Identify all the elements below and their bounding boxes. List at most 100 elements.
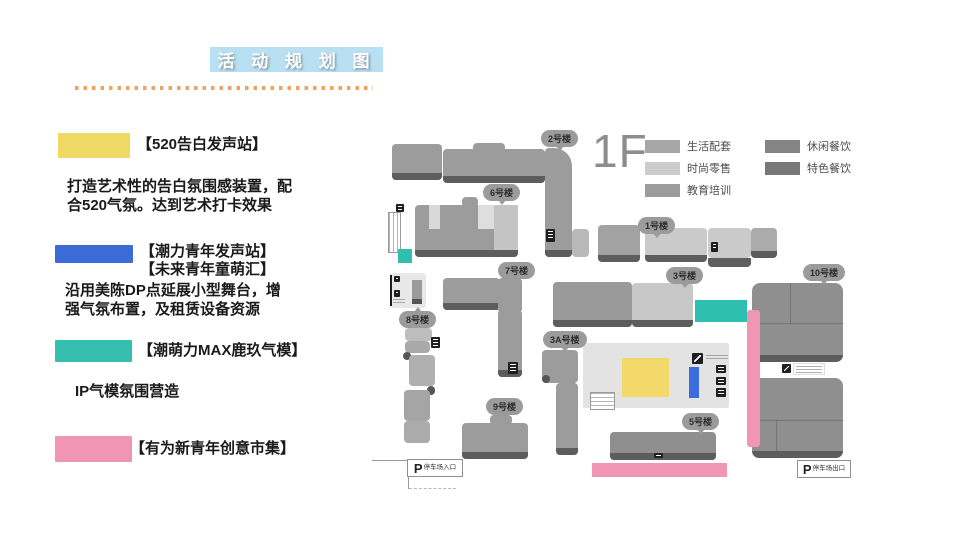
building-9-block xyxy=(462,423,528,459)
building-label-5: 5号楼 xyxy=(682,413,720,434)
youth-stage-zone xyxy=(689,367,699,398)
mascot-zone-rect xyxy=(695,300,747,322)
escalator-icon xyxy=(394,276,400,282)
building-8-block xyxy=(390,273,426,308)
fine-print-lines xyxy=(706,355,728,361)
fine-print-lines xyxy=(393,299,405,304)
building-label-10: 10号楼 xyxy=(803,264,846,285)
building-3-block xyxy=(632,283,693,327)
building-3a-block xyxy=(556,383,578,455)
building-segment xyxy=(427,386,435,395)
map-legend-swatch xyxy=(645,183,680,197)
building-block xyxy=(490,415,512,425)
map-legend-item: 休闲餐饮 xyxy=(765,138,851,154)
map-legend-label: 休闲餐饮 xyxy=(807,141,851,153)
building-segment xyxy=(542,375,550,383)
parking-exit-text: 停车场出口 xyxy=(812,464,846,472)
parking-icon: P xyxy=(802,461,812,477)
fine-print-note xyxy=(793,363,825,375)
legend-swatch-market xyxy=(55,436,132,462)
dotted-divider xyxy=(75,86,373,90)
escalator-icon xyxy=(692,353,703,364)
building-3-block xyxy=(553,282,632,327)
building-label-1: 1号楼 xyxy=(638,217,676,238)
legend-title-mascot: 【潮萌力MAX鹿玖气模】 xyxy=(138,342,307,359)
building-segment xyxy=(478,205,494,229)
building-label-2: 2号楼 xyxy=(541,130,579,151)
market-strip-vertical xyxy=(747,310,760,447)
building-segment xyxy=(412,299,422,304)
building-label-8: 8号楼 xyxy=(399,307,437,328)
legend-title-youth-1: 【潮力青年发声站】 xyxy=(140,243,276,260)
building-segment xyxy=(403,352,411,360)
legend-swatch-mascot xyxy=(55,340,132,362)
map-boundary-line xyxy=(408,476,409,489)
legend-swatch-520 xyxy=(58,133,130,158)
shop-marker-icon xyxy=(716,377,726,385)
building-block xyxy=(409,355,435,386)
escalator-icon xyxy=(396,204,404,212)
building-segment xyxy=(708,258,751,267)
stairs-icon xyxy=(388,212,401,253)
map-legend-item: 时尚零售 xyxy=(645,160,731,176)
legend-desc-520: 打造艺术性的告白氛围感装置，配合520气氛。达到艺术打卡效果 xyxy=(67,178,293,214)
map-legend-swatch xyxy=(765,139,800,153)
escalator-icon xyxy=(431,337,440,348)
parking-entrance-label: P 停车场入口 xyxy=(407,459,463,477)
escalator-icon xyxy=(508,362,518,374)
building-block xyxy=(404,421,430,443)
fine-print-lines xyxy=(796,366,822,373)
building-segment xyxy=(390,275,392,306)
confession-station-zone xyxy=(622,358,669,397)
building-segment xyxy=(412,280,422,304)
shop-marker-icon xyxy=(716,388,726,397)
building-7-block xyxy=(443,278,500,310)
building-block xyxy=(405,341,430,353)
building-block xyxy=(473,143,505,153)
building-10-block xyxy=(752,378,843,458)
building-block xyxy=(404,390,430,421)
building-block xyxy=(462,197,478,207)
map-legend-swatch xyxy=(645,161,680,175)
map-legend-item: 教育培训 xyxy=(645,182,731,198)
building-segment xyxy=(494,205,518,250)
building-segment xyxy=(790,283,791,323)
escalator-icon xyxy=(546,229,555,242)
stairs-icon xyxy=(590,392,615,410)
building-block xyxy=(405,328,432,341)
market-strip-horizontal xyxy=(592,463,727,477)
building-block xyxy=(443,149,545,183)
building-block xyxy=(598,225,640,262)
shop-marker-icon xyxy=(716,365,726,373)
door-icon xyxy=(711,242,718,252)
building-label-6: 6号楼 xyxy=(483,184,521,205)
page-title: 活 动 规 划 图 xyxy=(210,47,383,72)
building-6-block xyxy=(415,205,518,257)
legend-swatch-youth xyxy=(55,245,133,263)
legend-desc-youth: 沿用美陈DP点延展小型舞台，增强气氛布置，及租赁设备资源 xyxy=(65,282,281,318)
legend-title-market: 【有为新青年创意市集】 xyxy=(130,440,296,457)
mascot-spot-marker xyxy=(398,249,412,263)
floor-label: 1F xyxy=(592,125,648,177)
map-legend-item: 生活配套 xyxy=(645,138,731,154)
building-segment xyxy=(776,420,777,452)
building-10-block xyxy=(752,283,843,362)
parking-icon: P xyxy=(413,460,423,476)
building-label-7: 7号楼 xyxy=(498,262,536,283)
map-legend-swatch xyxy=(645,139,680,153)
map-legend-swatch xyxy=(765,161,800,175)
map-legend-label: 生活配套 xyxy=(687,141,731,153)
escalator-icon xyxy=(782,364,791,373)
map-dashed-line xyxy=(409,488,456,489)
building-segment xyxy=(752,323,843,324)
building-7-block xyxy=(498,278,522,313)
building-5-block xyxy=(610,432,716,460)
legend-desc-mascot: IP气模氛围营造 xyxy=(75,383,180,400)
building-segment xyxy=(429,205,440,229)
legend-title-520: 【520告白发声站】 xyxy=(137,136,268,153)
map-boundary-line xyxy=(372,460,407,461)
building-block xyxy=(392,144,442,180)
building-label-3a: 3A号楼 xyxy=(543,331,587,352)
entrance-marker-icon xyxy=(654,453,663,458)
